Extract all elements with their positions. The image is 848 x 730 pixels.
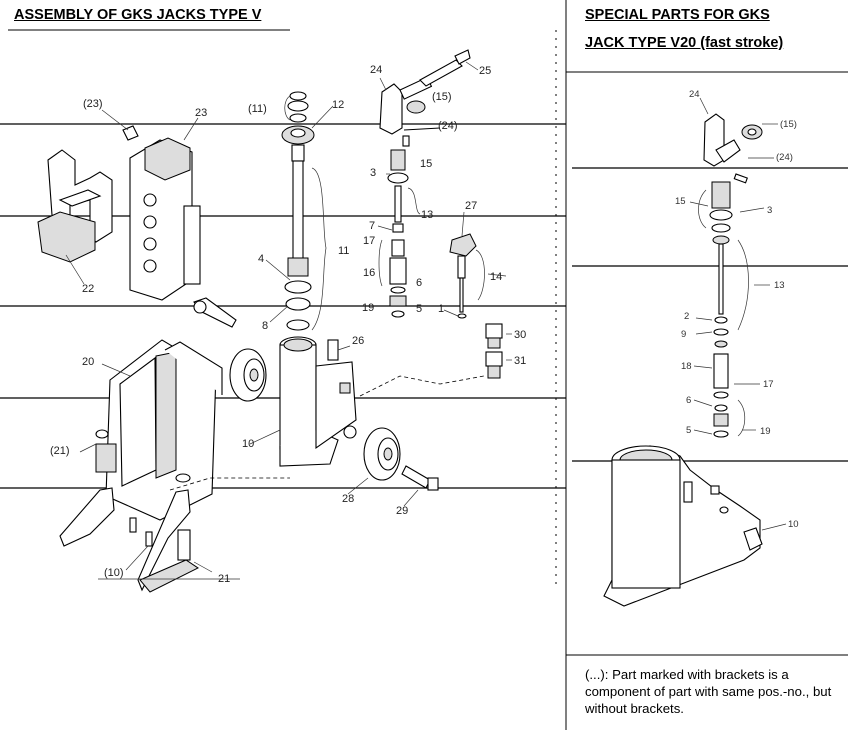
callout-r24: 24 — [689, 89, 700, 100]
toe-part-21 — [59, 487, 199, 593]
callouts-right: 24 (15) (24) 15 3 13 2 9 18 17 6 5 19 10 — [675, 89, 799, 530]
callout-1: 1 — [438, 303, 444, 315]
special-cylinder-part-10 — [603, 445, 763, 607]
cylinder-part-10 — [279, 336, 357, 467]
callout-29: 29 — [396, 505, 408, 517]
callout-r24-bracket: (24) — [776, 152, 793, 163]
callout-r18: 18 — [681, 361, 692, 372]
callout-7: 7 — [369, 220, 375, 232]
callout-24-bracket: (24) — [438, 120, 458, 132]
callout-r3: 3 — [767, 205, 772, 216]
callout-3: 3 — [370, 167, 376, 179]
claw-part-22 — [37, 149, 113, 263]
plunger-part-27 — [449, 233, 485, 319]
callout-16: 16 — [363, 267, 375, 279]
bolt-part-29 — [401, 465, 439, 491]
callout-5: 5 — [416, 303, 422, 315]
piston-part-11 — [281, 91, 327, 331]
leader-lines-left — [65, 61, 512, 580]
bolt-part — [193, 297, 237, 328]
callout-10-bracket: (10) — [104, 567, 124, 579]
callout-r5: 5 — [686, 425, 691, 436]
callout-r15: 15 — [675, 196, 686, 207]
callout-12: 12 — [332, 99, 344, 111]
callout-20: 20 — [82, 356, 94, 368]
callout-13: 13 — [421, 209, 433, 221]
assembly-title: ASSEMBLY OF GKS JACKS TYPE V — [14, 7, 262, 23]
callout-6: 6 — [416, 277, 422, 289]
frame-part-20 — [95, 339, 223, 521]
callout-22: 22 — [82, 283, 94, 295]
callout-r10: 10 — [788, 519, 799, 530]
callout-11-bracket: (11) — [248, 103, 267, 115]
wheel-part-28 — [229, 348, 401, 481]
callout-21: 21 — [218, 573, 230, 585]
callout-r17: 17 — [763, 379, 774, 390]
callout-4: 4 — [258, 253, 264, 265]
callout-21-bracket: (21) — [50, 445, 70, 457]
callout-24: 24 — [370, 64, 382, 76]
callout-r6: 6 — [686, 395, 691, 406]
callout-r15-bracket: (15) — [780, 119, 797, 130]
callout-15-bracket: (15) — [432, 91, 452, 103]
callout-r2: 2 — [684, 311, 689, 322]
callout-11: 11 — [338, 245, 349, 257]
pump-unit-part-15 — [378, 149, 421, 318]
callout-r19: 19 — [760, 426, 771, 437]
callout-23-bracket: (23) — [83, 98, 103, 110]
callout-30: 30 — [514, 329, 526, 341]
special-parts-title: SPECIAL PARTS FOR GKS — [585, 7, 770, 23]
callout-28: 28 — [342, 493, 354, 505]
callout-27: 27 — [465, 200, 477, 212]
lever-part-24 — [379, 49, 471, 147]
callout-26: 26 — [352, 335, 364, 347]
bracket-note: (...): Part marked with brackets is a co… — [585, 667, 832, 716]
callout-10: 10 — [242, 438, 254, 450]
callout-r13: 13 — [774, 280, 785, 291]
callout-19: 19 — [362, 302, 374, 314]
special-parts-subtitle: JACK TYPE V20 (fast stroke) — [585, 35, 784, 51]
assembly-dashed-lines — [169, 375, 485, 491]
callout-r9: 9 — [681, 329, 686, 340]
leader-lines-right — [689, 97, 787, 531]
special-lever-part-24 — [703, 113, 763, 184]
callout-17: 17 — [363, 235, 375, 247]
special-pump-unit-part-15 — [698, 181, 749, 438]
frame-lines — [8, 0, 848, 730]
callout-8: 8 — [262, 320, 268, 332]
callout-15: 15 — [420, 158, 432, 170]
callout-23: 23 — [195, 107, 207, 119]
callout-31: 31 — [514, 355, 526, 367]
valve-part-30 — [485, 323, 503, 379]
callout-14: 14 — [490, 271, 502, 283]
callout-25: 25 — [479, 65, 491, 77]
callouts-left: (23) 23 (11) 12 24 25 (15) (24) 3 15 13 … — [50, 64, 526, 585]
slider-part-23 — [122, 125, 201, 301]
